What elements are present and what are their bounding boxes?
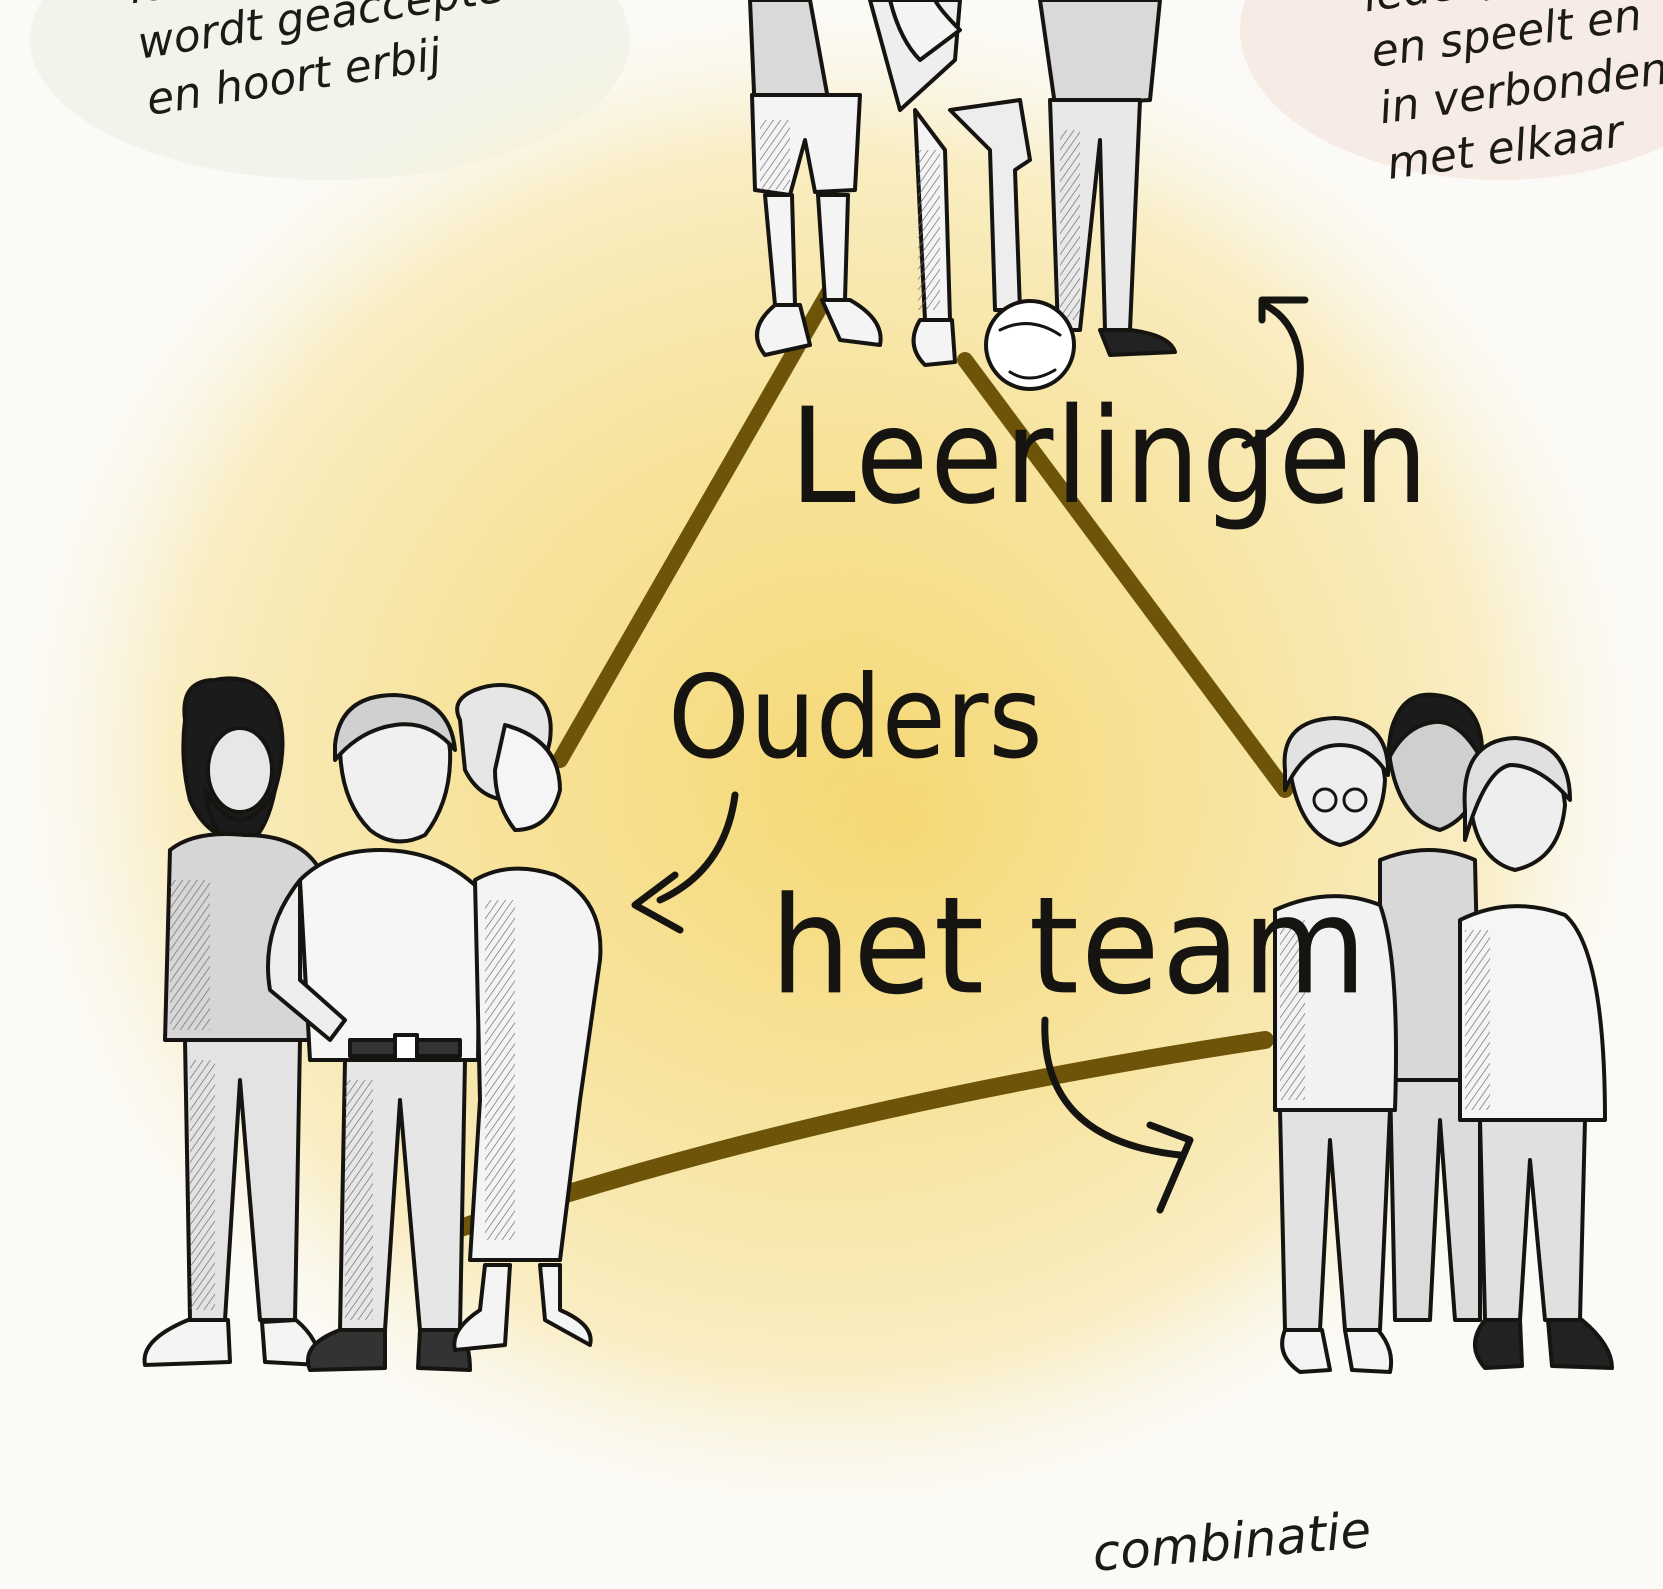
arrow-to-parents-head bbox=[631, 871, 684, 934]
arrow-to-students bbox=[1241, 301, 1304, 449]
curved-arrow-icon bbox=[631, 296, 1309, 1214]
arrow-to-parents bbox=[656, 791, 739, 904]
football-icon bbox=[984, 299, 1076, 391]
parents-label: Ouders bbox=[668, 650, 1043, 785]
arrow-to-students-head bbox=[1258, 296, 1309, 324]
team-label: het team bbox=[770, 868, 1369, 1025]
team-group-icon bbox=[1273, 692, 1614, 1374]
students-group-icon bbox=[748, 0, 1177, 391]
arrow-to-team-head bbox=[1146, 1121, 1194, 1214]
arrow-to-team bbox=[1041, 1016, 1184, 1159]
line-students-team bbox=[957, 352, 1293, 798]
students-label: Leerlingen bbox=[790, 378, 1431, 534]
parents-group-icon bbox=[142, 676, 603, 1372]
line-students-parents bbox=[552, 282, 838, 768]
